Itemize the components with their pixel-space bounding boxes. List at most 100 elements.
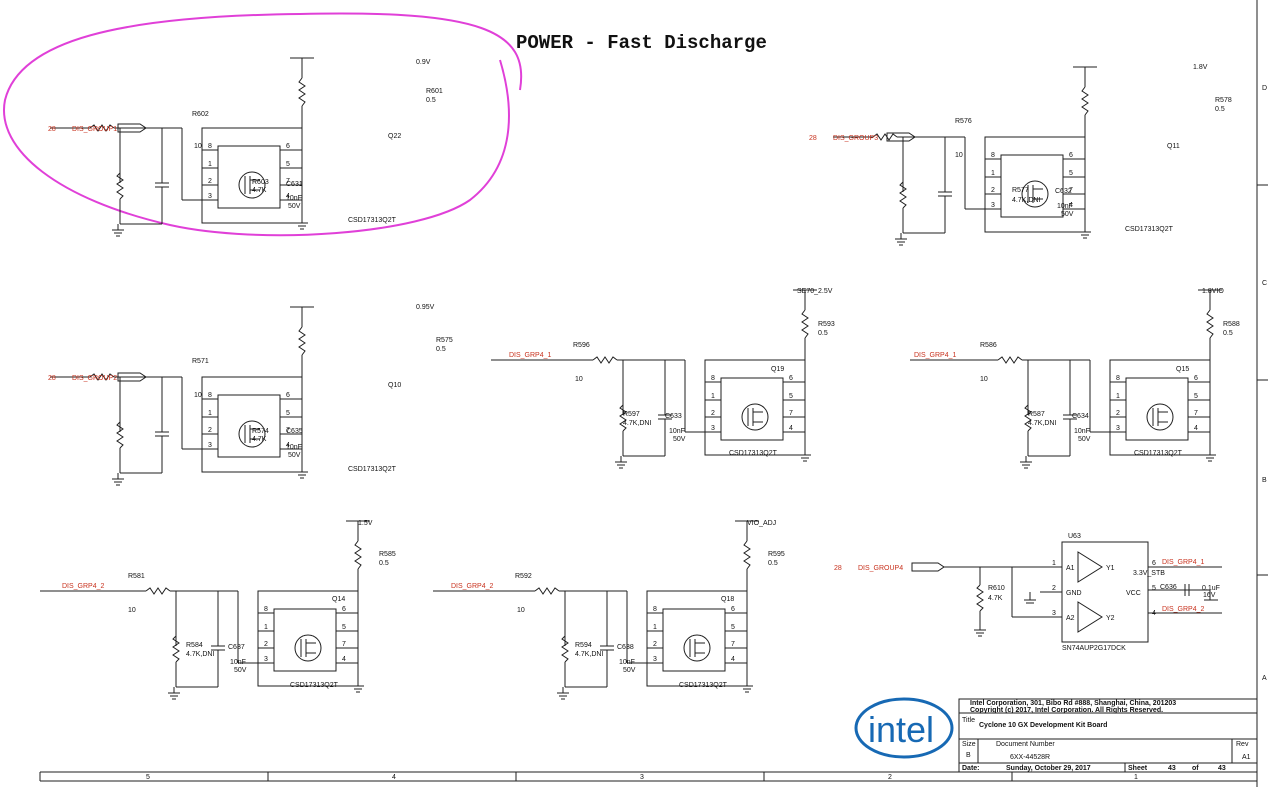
fet-pin-number: 2 — [1116, 410, 1120, 417]
c638-label: C638 — [617, 644, 634, 651]
r576-label: R576 — [955, 118, 972, 125]
fet-pin-number: 3 — [208, 442, 212, 449]
q19-label: Q19 — [771, 366, 784, 373]
circuit-group3: 28 DIS_GROUP3 R576 10 R577 4.7K,DNI C632… — [809, 64, 1232, 246]
fet-pin-number: 2 — [208, 178, 212, 185]
q18-part: CSD17313Q2T — [679, 682, 728, 689]
circuit-grp4-1-a: DIS_GRP4_1 R596 10 R597 4.7K,DNI C633 10… — [491, 288, 835, 469]
rail-1-5v: 1.5V — [358, 520, 373, 527]
r584-label: R584 — [186, 642, 203, 649]
r571-value: 10 — [194, 392, 202, 399]
r584-value: 4.7K,DNI — [186, 651, 214, 658]
rev-label: Rev — [1236, 741, 1249, 748]
fet-pin-number: 8 — [208, 392, 212, 399]
c638-v2: 50V — [623, 667, 636, 674]
net-out-grp4-2: DIS_GRP4_2 — [1162, 606, 1205, 613]
fet-pin-number: 1 — [208, 410, 212, 417]
pin-y2: Y2 — [1106, 615, 1115, 622]
net-dis-grp4-2: DIS_GRP4_2 — [451, 583, 494, 590]
c632-label: C632 — [1055, 188, 1072, 195]
r581-value: 10 — [128, 607, 136, 614]
circuit-group1: 28 DIS_GROUP1 R602 10 R603 4.7K C631 10n… — [48, 57, 443, 237]
q15-label: Q15 — [1176, 366, 1189, 373]
pin-a2: A2 — [1066, 615, 1075, 622]
pin-y1: Y1 — [1106, 565, 1115, 572]
fet-pin-number: 7 — [286, 178, 290, 185]
border-col-3: 3 — [640, 774, 644, 781]
size-label: Size — [962, 741, 976, 748]
r577-value: 4.7K,DNI — [1012, 197, 1040, 204]
net-dis-group4: DIS_GROUP4 — [858, 565, 903, 572]
fet-pin-number: 1 — [264, 624, 268, 631]
fet-pin-number: 2 — [991, 187, 995, 194]
border-col-4: 4 — [392, 774, 396, 781]
fet-pin-number: 4 — [789, 425, 793, 432]
r595-label: R595 — [768, 551, 785, 558]
net-dis-grp4-1: DIS_GRP4_1 — [509, 352, 552, 359]
fet-pin-number: 3 — [264, 656, 268, 663]
pin-a1: A1 — [1066, 565, 1075, 572]
c636-value: 0.1uF — [1202, 585, 1220, 592]
fet-pin-number: 8 — [991, 152, 995, 159]
sheet-label: Sheet — [1128, 765, 1148, 772]
fet-pin-number: 5 — [286, 161, 290, 168]
r586-label: R586 — [980, 342, 997, 349]
ref-28: 28 — [48, 126, 56, 133]
fet-pin-number: 7 — [1194, 410, 1198, 417]
r588-label: R588 — [1223, 321, 1240, 328]
q15-part: CSD17313Q2T — [1134, 450, 1183, 457]
r585-value: 0.5 — [379, 560, 389, 567]
border-row-c: C — [1262, 280, 1267, 287]
rail-1-8vio: 1.8VIO — [1202, 288, 1224, 295]
c634-label: C634 — [1072, 413, 1089, 420]
r577-label: R577 — [1012, 187, 1029, 194]
q10-part: CSD17313Q2T — [348, 466, 397, 473]
circuit-grp4-2-a: DIS_GRP4_2 R581 10 R584 4.7K,DNI C637 10… — [40, 520, 396, 700]
u63-part: SN74AUP2G17DCK — [1062, 645, 1126, 652]
fet-pin-number: 5 — [731, 624, 735, 631]
net-dis-group2: DIS_GROUP2 — [72, 375, 117, 382]
r603-value: 4.7K — [252, 187, 267, 194]
circuit-group2: 28 DIS_GROUP2 R571 10 R574 4.7K C635 10n… — [48, 304, 453, 486]
r581-label: R581 — [128, 573, 145, 580]
r596-value: 10 — [575, 376, 583, 383]
fet-pin-number: 5 — [286, 410, 290, 417]
fet-pin-number: 6 — [1069, 152, 1073, 159]
net-dis-grp4-1: DIS_GRP4_1 — [914, 352, 957, 359]
c635-label: C635 — [286, 428, 303, 435]
r602-label: R602 — [192, 111, 209, 118]
r601-label: R601 — [426, 88, 443, 95]
fet-pin-number: 5 — [342, 624, 346, 631]
fet-pin-number: 4 — [1069, 202, 1073, 209]
date-label: Date: — [962, 765, 980, 772]
page-title: POWER - Fast Discharge — [516, 32, 767, 54]
fet-pin-number: 7 — [1069, 187, 1073, 194]
fet-pin-number: 3 — [711, 425, 715, 432]
net-3v3-stb: 3.3V_STB — [1133, 570, 1165, 577]
fet-pin-number: 2 — [653, 641, 657, 648]
rail-se70-2-5v: SE70_2.5V — [797, 288, 833, 295]
c634-v2: 50V — [1078, 436, 1091, 443]
title-label: Title — [962, 717, 975, 724]
border-col-5: 5 — [146, 774, 150, 781]
r571-label: R571 — [192, 358, 209, 365]
r574-value: 4.7K — [252, 436, 267, 443]
c637-v2: 50V — [234, 667, 247, 674]
intel-logo: intel — [868, 709, 934, 750]
copyright-line: Copyright (c) 2017, Intel Corporation. A… — [970, 707, 1163, 714]
company-line: Intel Corporation, 301, Bibo Rd #888, Sh… — [970, 700, 1176, 707]
fet-pin-number: 4 — [342, 656, 346, 663]
rail-vio-adj: VIO_ADJ — [747, 520, 776, 527]
fet-pin-number: 7 — [286, 427, 290, 434]
c633-v1: 10nF — [669, 428, 685, 435]
r592-value: 10 — [517, 607, 525, 614]
ref-28: 28 — [48, 375, 56, 382]
c632-v2: 50V — [1061, 211, 1074, 218]
docnum-label: Document Number — [996, 741, 1055, 748]
r602-value: 10 — [194, 143, 202, 150]
net-dis-group3: DIS_GROUP3 — [833, 135, 878, 142]
border-row-a: A — [1262, 675, 1267, 682]
fet-pin-number: 6 — [1194, 375, 1198, 382]
c634-v1: 10nF — [1074, 428, 1090, 435]
